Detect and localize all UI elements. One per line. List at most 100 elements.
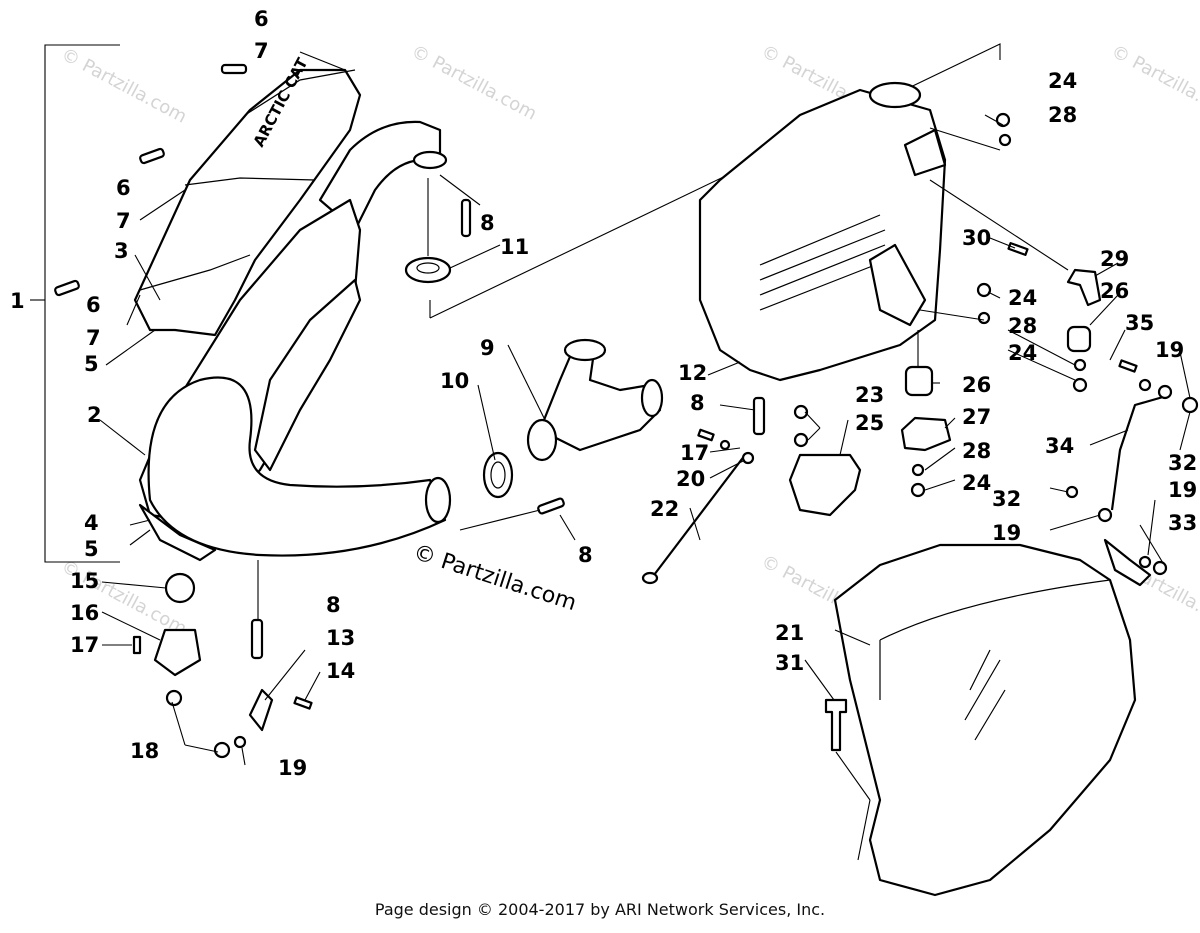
shield-band [184, 177, 316, 186]
nut [995, 112, 1011, 128]
outlet-ring [412, 150, 448, 170]
spring-icon [250, 618, 264, 660]
leader-line [459, 509, 541, 531]
rubber-knob [164, 572, 196, 604]
leader-line [807, 427, 821, 441]
leader-line [984, 114, 1004, 126]
support-rod [1110, 393, 1171, 511]
callout-label: 8 [690, 391, 705, 415]
leader-line [1049, 514, 1101, 531]
callout-label: 5 [84, 537, 99, 561]
silencer-box [698, 81, 947, 382]
muffler-assembly: ARCTIC CAT [133, 54, 452, 562]
watermark: © Partzilla.com [408, 41, 541, 125]
callout-label: 8 [480, 211, 495, 235]
nut [165, 689, 183, 707]
callout-label: 34 [1045, 434, 1074, 458]
leader-line [834, 629, 871, 646]
callout-label: 28 [1048, 103, 1077, 127]
callout-label: 27 [962, 405, 991, 429]
springs [54, 63, 766, 660]
spring-clip [248, 688, 274, 732]
center-watermark: © Partzilla.com [410, 540, 579, 616]
leader-line [101, 611, 161, 641]
washer [977, 311, 991, 325]
leader-line [924, 479, 956, 491]
silencer-top-mount [903, 128, 947, 177]
washer [719, 439, 731, 451]
gasket [482, 451, 514, 499]
grommet-hole [416, 262, 440, 274]
callout-label: 13 [326, 626, 355, 650]
mounting-bracket [1066, 268, 1102, 307]
silencer-mount-plate [868, 243, 927, 327]
leader-line [1109, 329, 1126, 361]
callout-label: 17 [70, 633, 99, 657]
washer [1097, 507, 1113, 523]
callout-label: 19 [1168, 478, 1197, 502]
callout-label: 17 [680, 441, 709, 465]
callout-label: 19 [992, 521, 1021, 545]
callout-label: 9 [480, 336, 495, 360]
leader-line [689, 507, 701, 541]
spring-icon [54, 279, 80, 297]
flange-bolt [824, 698, 848, 752]
watermark: © Partzilla.com [58, 44, 191, 128]
callout-label: 3 [114, 239, 129, 263]
callout-label: 21 [775, 621, 804, 645]
callout-label: 28 [1008, 314, 1037, 338]
silencer-ribs [759, 214, 886, 311]
bolt [293, 696, 313, 710]
leader-line [804, 411, 821, 429]
grommet [404, 256, 452, 284]
lower-shield-bottom [138, 503, 217, 562]
leader-line [1007, 329, 1076, 366]
nut [213, 741, 231, 759]
leader-line [1049, 487, 1069, 493]
gasket-hole [490, 461, 506, 489]
leader-line [929, 179, 1069, 271]
shield-hatch [964, 649, 1006, 741]
heat-shield [133, 68, 362, 337]
spring-icon [752, 396, 766, 436]
spring-icon [220, 63, 248, 75]
leader-line [105, 329, 156, 366]
callout-label: 25 [855, 411, 884, 435]
leader-line [707, 361, 741, 376]
leader-line [709, 447, 741, 453]
leader-lines [99, 51, 1191, 861]
callout-label: 32 [1168, 451, 1197, 475]
leader-line [804, 659, 835, 701]
leader-line [924, 447, 956, 471]
callout-label: 24 [1048, 69, 1077, 93]
leader-line [477, 384, 496, 461]
leader-line [139, 189, 186, 221]
shield-fold-line [879, 579, 1111, 700]
retaining-rod [653, 454, 746, 576]
bolt [1007, 242, 1029, 256]
rear-heat-shield [833, 543, 1137, 897]
manifold-flange [640, 378, 664, 418]
rubber-mount [1066, 325, 1092, 353]
leader-line [1179, 351, 1191, 399]
callout-label: 11 [500, 235, 529, 259]
nut [1181, 396, 1199, 414]
nut [910, 482, 926, 498]
callout-label: 22 [650, 497, 679, 521]
shield-band [139, 254, 251, 291]
callout-label: 19 [278, 756, 307, 780]
callout-label: 19 [1155, 338, 1184, 362]
washer [741, 451, 755, 465]
callout-label: 4 [84, 511, 99, 535]
leader-line [719, 404, 756, 411]
washer [793, 404, 809, 420]
leader-line [299, 51, 346, 71]
assembly-bracket [44, 44, 120, 563]
callout-label: 24 [962, 471, 991, 495]
leader-line [987, 291, 1001, 299]
leader-line [709, 459, 746, 479]
washer [911, 463, 925, 477]
washer [1138, 555, 1152, 569]
leader-line [184, 744, 219, 753]
fasteners [132, 112, 1199, 759]
